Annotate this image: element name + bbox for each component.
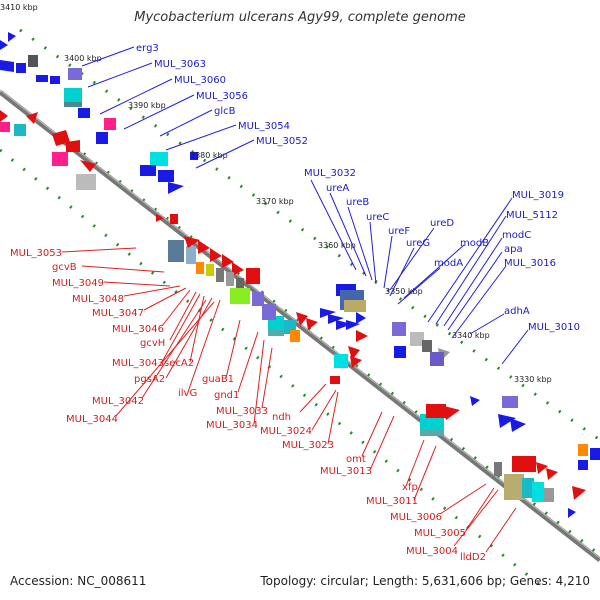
gene-label: MUL_3053 [10,248,62,259]
gene-label: modA [434,258,463,269]
gene-label: apa [504,244,523,255]
gene-label: modB [460,238,489,249]
gene-label: ureB [346,197,369,208]
gene-features [0,32,600,518]
gene-label: MUL_3019 [512,190,564,201]
gene-label: MUL_3063 [154,59,206,70]
tick-label: 3380 kbp [190,151,228,160]
gene-label: MUL_3032 [304,168,356,179]
gene-label: omt [346,454,366,465]
gene-label: MUL_3034 [206,420,258,431]
gene-label: MUL_3043 [112,358,164,369]
gene-label: ilvG [178,388,197,399]
gene-label: MUL_3052 [256,136,308,147]
gene-label: MUL_3016 [504,258,556,269]
gene-label: MUL_3046 [112,324,164,335]
red-leader-lines [61,247,517,553]
gene-label: MUL_3056 [196,91,248,102]
gene-label: MUL_3023 [282,440,334,451]
genome-stats-text: Topology: circular; Length: 5,631,606 bp… [260,574,590,588]
gene-label: MUL_3044 [66,414,118,425]
gene-label: adhA [504,306,530,317]
position-ticks: 3410 kbp 3400 kbp 3390 kbp 3380 kbp 3370… [0,3,552,384]
gene-label: ndh [272,412,291,423]
gene-label: MUL_3013 [320,466,372,477]
tick-label: 3370 kbp [256,197,294,206]
gene-label: ureC [366,212,389,223]
gene-label: MUL_3024 [260,426,312,437]
tick-label: 3390 kbp [128,101,166,110]
gene-label: MUL_3033 [216,406,268,417]
gene-label: glcB [214,106,236,117]
gene-label: MUL_3060 [174,75,226,86]
gene-label: secA2 [164,358,194,369]
gene-label: gcvB [52,262,77,273]
gene-label: pgsA2 [134,374,165,385]
gene-label: ureF [388,226,410,237]
tick-label: 3340 kbp [452,331,490,340]
tick-label: 3410 kbp [0,3,38,12]
blue-gene-labels: erg3 MUL_3063 MUL_3060 MUL_3056 glcB MUL… [136,43,580,333]
red-gene-labels: MUL_3053 gcvB MUL_3049 MUL_3048 MUL_3047… [10,248,486,563]
gene-label: MUL_3011 [366,496,418,507]
gene-label: guaB1 [202,374,234,385]
gene-label: MUL_3054 [238,121,290,132]
gene-label: MUL_3005 [414,528,466,539]
tick-label: 3400 kbp [64,54,102,63]
gene-label: gcvH [140,338,165,349]
gene-label: ureD [430,218,454,229]
gene-label: ureA [326,183,349,194]
gene-label: ureG [406,238,430,249]
accession-text: Accession: NC_008611 [10,574,147,588]
gene-label: xfp [402,482,418,493]
gene-label: MUL_5112 [506,210,558,221]
blue-leader-lines [81,46,529,365]
gene-label: MUL_3010 [528,322,580,333]
tick-label: 3350 kbp [385,287,423,296]
gene-label: modC [502,230,531,241]
gene-label: erg3 [136,43,159,54]
gene-label: MUL_3004 [406,546,458,557]
gene-label: MUL_3042 [92,396,144,407]
gene-label: MUL_3048 [72,294,124,305]
gene-label: MUL_3006 [390,512,442,523]
tick-label: 3360 kbp [318,241,356,250]
gene-label: MUL_3047 [92,308,144,319]
tick-label: 3330 kbp [514,375,552,384]
gene-label: gnd1 [214,390,239,401]
gene-label: lldD2 [460,552,486,563]
genome-title: Mycobacterium ulcerans Agy99, complete g… [134,10,466,25]
gene-label: MUL_3049 [52,278,104,289]
